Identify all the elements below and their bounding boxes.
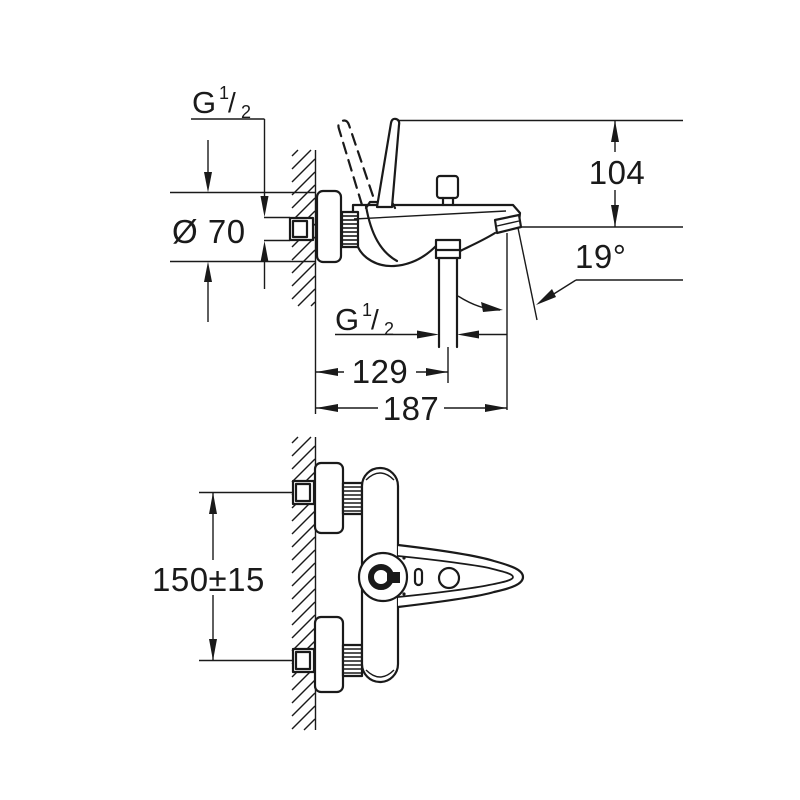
supply-fitting-bottom [291,647,316,674]
mounting-nut-top [341,481,364,516]
shower-thread-label: G 1 / 2 [335,300,394,339]
connection-spacing-label: 150±15 [152,561,265,598]
spout-underside [458,231,497,253]
dim-depth-187: 187 [316,390,507,427]
mounting-escutcheon-top [313,461,345,535]
dim-flange-diameter: Ø 70 [170,140,316,322]
height-104-label: 104 [589,154,646,191]
lever-pivot-dot-top [402,556,406,560]
dim-connection-spacing: 150±15 [152,491,293,662]
dim-shower-thread: G 1 / 2 [335,300,507,339]
dim-height-104: 104 [398,119,683,228]
flange-diameter-label: Ø 70 [172,213,246,250]
side-view: Ø 70 G 1 / 2 104 [170,83,683,427]
shower-outlet-fitting [434,238,462,260]
brand-logo [357,551,409,603]
depth-129-label: 129 [352,353,409,390]
spout-angle-line [517,227,538,321]
wall-hatch-front [291,436,316,731]
temperature-lever-alt-position [337,119,377,207]
shower-outlet-pipe [437,256,459,383]
mounting-nut-side [340,210,360,249]
wall-thread-label: G 1 / 2 [192,83,251,122]
mounting-escutcheon-bottom [313,615,345,694]
supply-fitting-top [291,479,316,506]
faucet-body-side [351,200,523,268]
lever-pivot-dot-bottom [402,592,406,596]
supply-nipple [288,216,315,242]
mounting-nut-bottom [341,643,364,678]
diverter-knob [435,174,460,207]
dim-depth-129: 129 [316,353,448,390]
spout-angle-label: 19° [575,238,626,275]
dim-spout-angle: 19° [457,227,683,410]
temperature-lever [375,117,401,209]
body-underside [356,244,438,268]
front-view: 150±15 [152,436,525,731]
lever-hole [437,566,461,590]
dim-wall-thread: G 1 / 2 [191,83,290,289]
wall-flange [315,189,343,264]
depth-187-label: 187 [383,390,440,427]
cartridge-dome-line [364,204,399,263]
lever-front [396,543,525,609]
lever-notch [413,567,424,587]
